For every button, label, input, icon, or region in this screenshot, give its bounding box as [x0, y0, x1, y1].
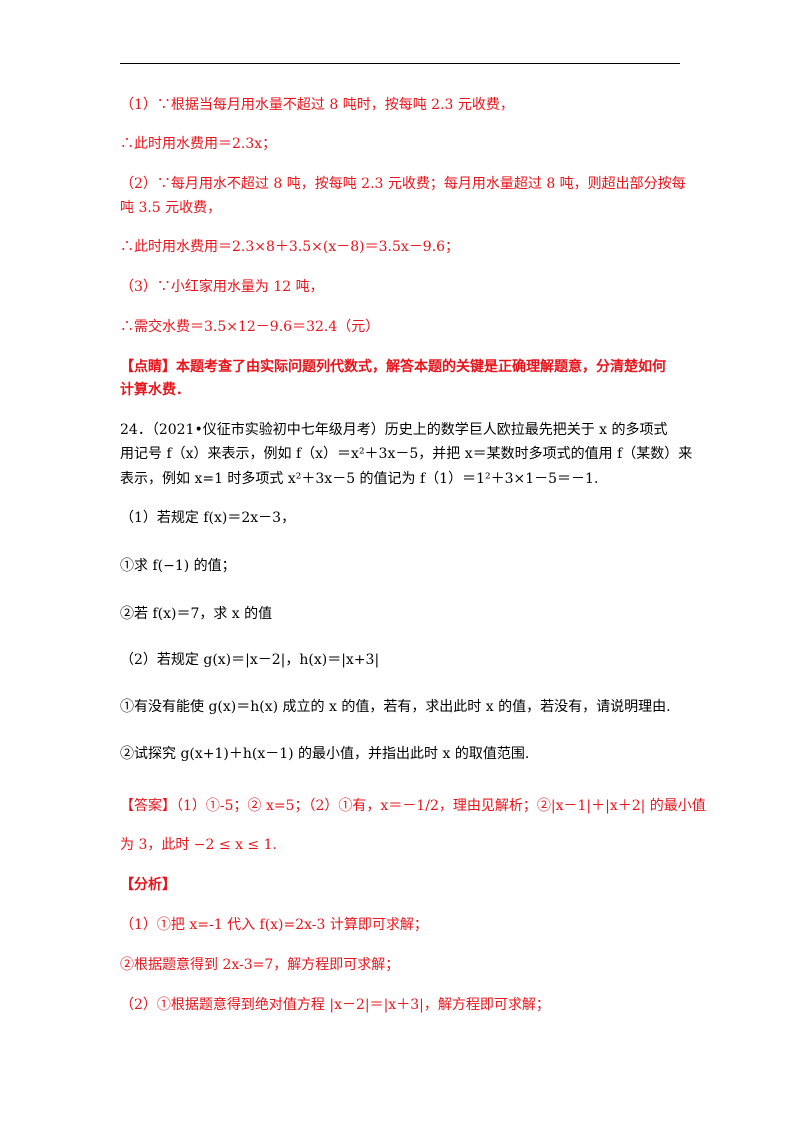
- solution-line-5: ∴此时用水费用＝2.3×8＋3.5×(x－8)＝3.5x－9.6；: [120, 239, 460, 255]
- solution-line-6: （3）∵小红家用水量为 12 吨，: [120, 279, 324, 295]
- question-part-1: （1）若规定 f(x)＝2x－3，: [120, 510, 296, 526]
- analysis-line-2: ②根据题意得到 2x-3=7，解方程即可求解；: [120, 957, 400, 973]
- question-line-3: 表示，例如 x=1 时多项式 x²＋3x－5 的值记为 f（1）＝1²＋3×1－…: [120, 471, 599, 487]
- question-line-1: 24．（2021•仪征市实验初中七年级月考）历史上的数学巨人欧拉最先把关于 x …: [120, 422, 668, 438]
- comment-line-1: 【点睛】本题考查了由实际问题列代数式，解答本题的关键是正确理解题意，分清楚如何: [120, 359, 666, 375]
- solution-line-2: ∴此时用水费用＝2.3x；: [120, 136, 277, 152]
- solution-line-4: 吨 3.5 元收费，: [120, 200, 222, 216]
- question-part-1b: ②若 f(x)＝7，求 x 的值: [120, 606, 273, 622]
- question-part-2: （2）若规定 g(x)＝|x－2|，h(x)＝|x+3|: [120, 652, 380, 668]
- solution-line-7: ∴需交水费＝3.5×12－9.6＝32.4（元）: [120, 319, 380, 335]
- answer-line-1: 【答案】（1）①-5；② x=5；（2）①有，x＝－1/2，理由见解析；②|x－…: [120, 798, 706, 814]
- question-part-1a: ①求 f(−1) 的值；: [120, 558, 236, 574]
- solution-line-3: （2）∵每月用水不超过 8 吨，按每吨 2.3 元收费；每月用水量超过 8 吨，…: [120, 176, 686, 192]
- question-part-2a: ①有没有能使 g(x)＝h(x) 成立的 x 的值，若有，求出此时 x 的值，若…: [120, 699, 671, 715]
- header-rule: [120, 63, 680, 64]
- analysis-line-1: （1）①把 x=-1 代入 f(x)=2x-3 计算即可求解；: [120, 917, 428, 933]
- analysis-line-3: （2）①根据题意得到绝对值方程 |x－2|＝|x＋3|，解方程即可求解；: [120, 997, 550, 1013]
- comment-line-2: 计算水费．: [120, 382, 190, 398]
- question-part-2b: ②试探究 g(x+1)＋h(x－1) 的最小值，并指出此时 x 的取值范围.: [120, 746, 530, 762]
- analysis-heading: 【分析】: [120, 877, 176, 893]
- answer-line-2: 为 3，此时 −2 ≤ x ≤ 1.: [120, 837, 277, 853]
- question-line-2: 用记号 f（x）来表示，例如 f（x）＝x²＋3x－5，并把 x＝某数时多项式的…: [120, 446, 693, 462]
- solution-line-1: （1）∵根据当每月用水量不超过 8 吨时，按每吨 2.3 元收费，: [120, 97, 514, 113]
